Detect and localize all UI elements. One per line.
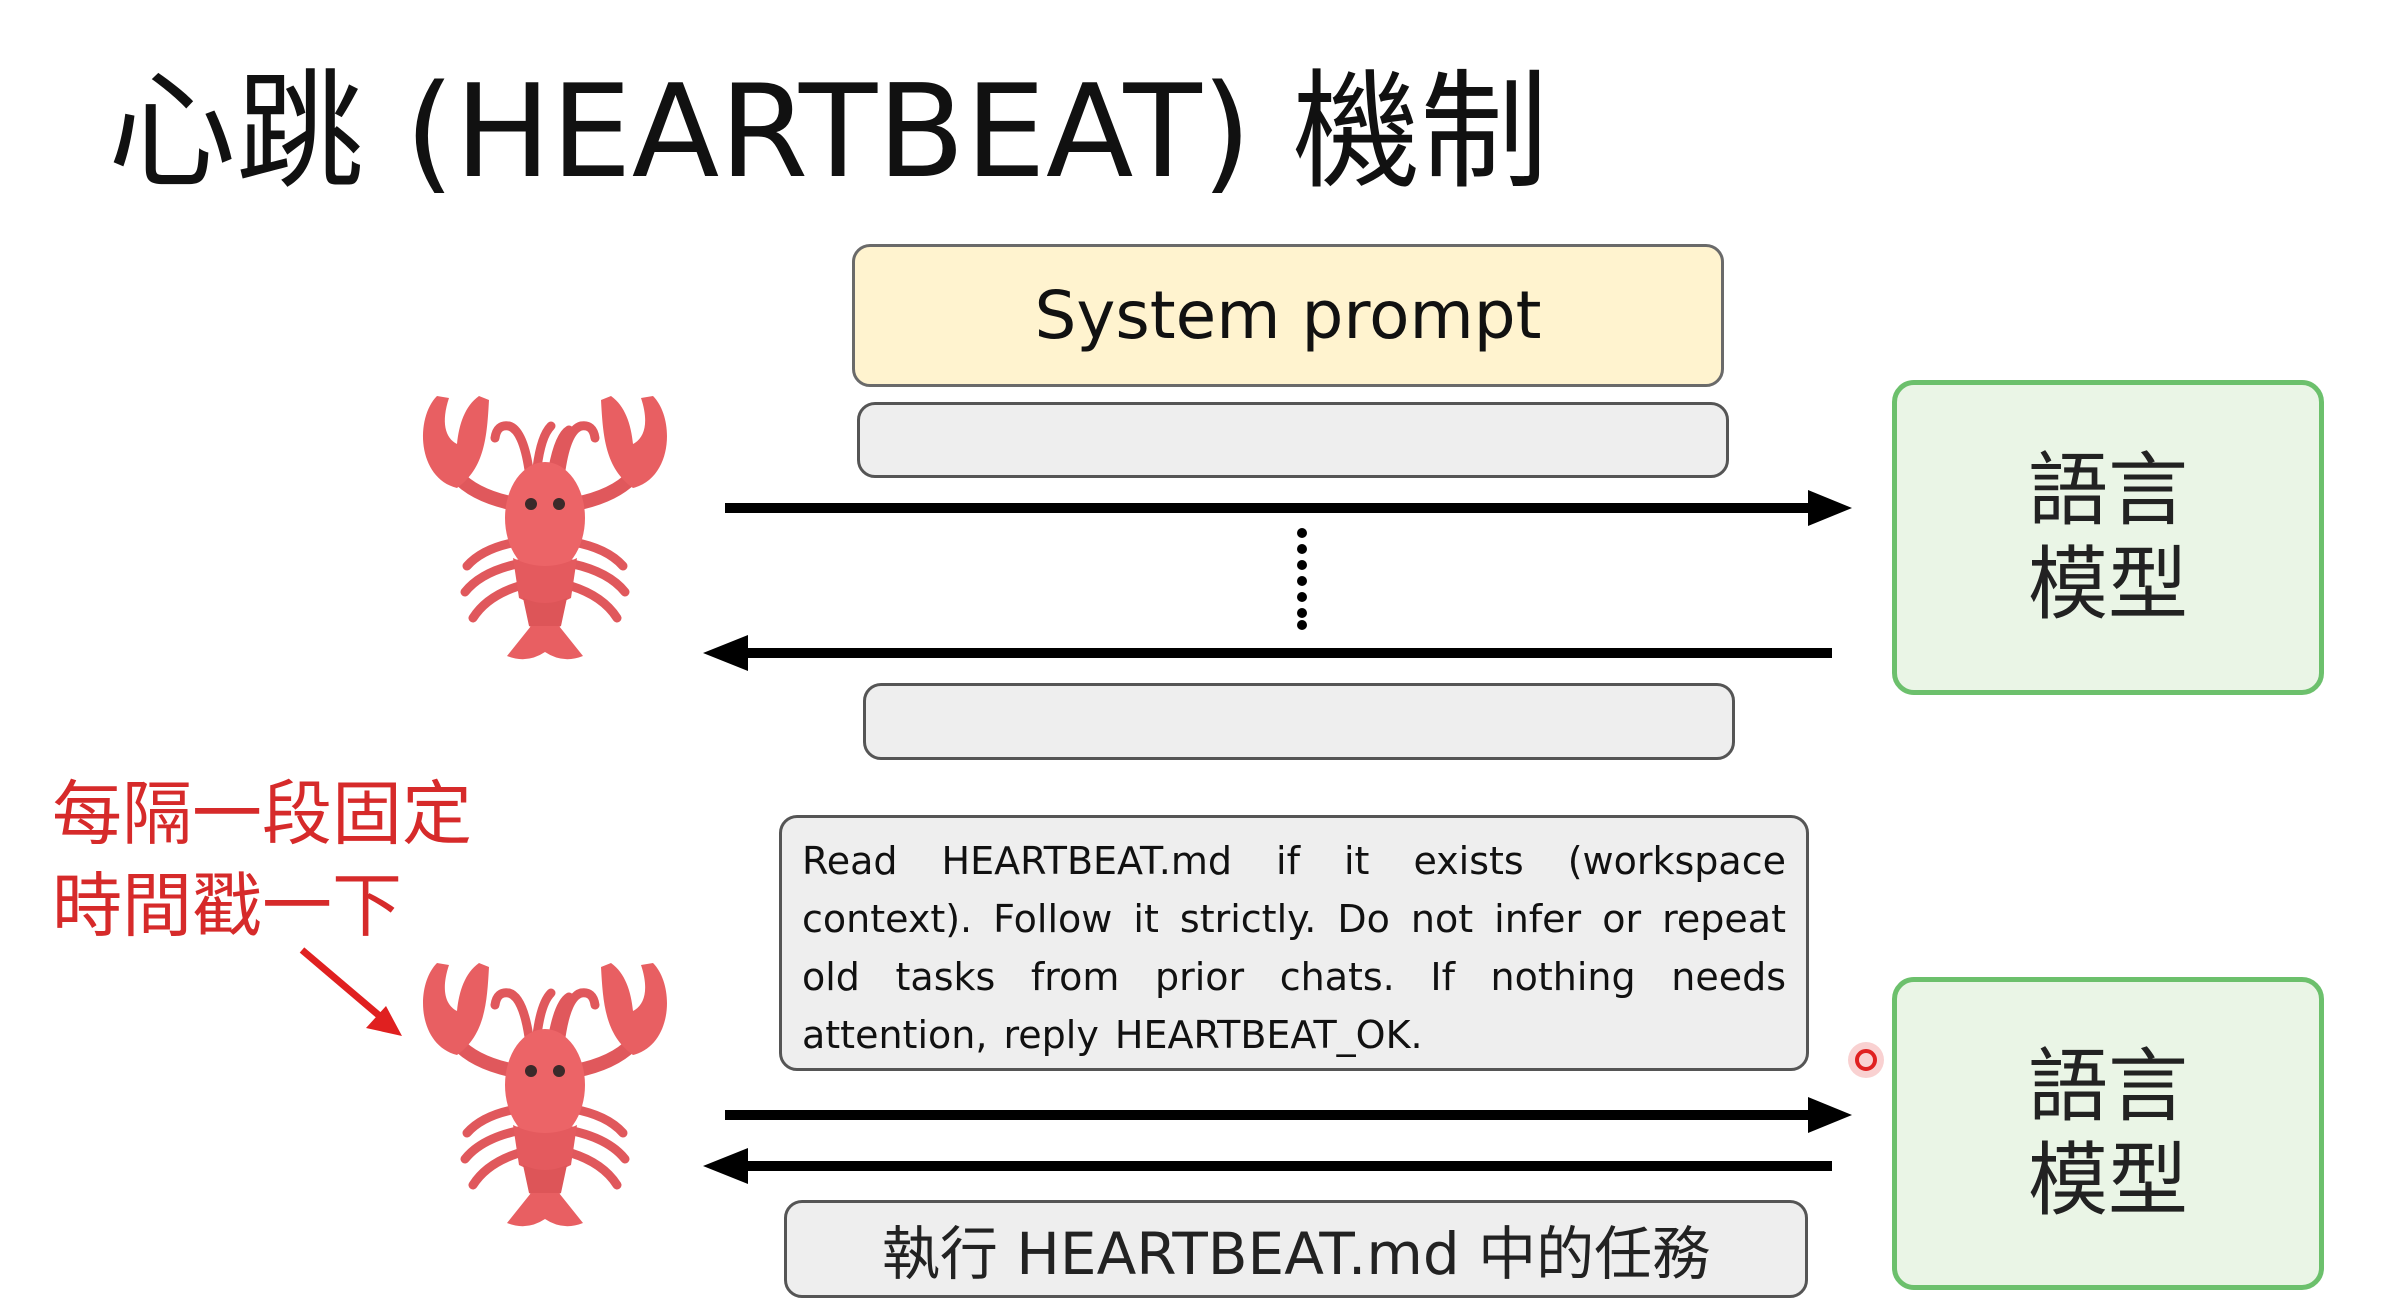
execute-heartbeat-label: 執行 HEARTBEAT.md 中的任務: [881, 1220, 1711, 1288]
arrow-right-bottom: [725, 1097, 1852, 1133]
llm-box-top: 語言模型: [1892, 380, 2324, 695]
lobster-icon-bottom: [423, 963, 667, 1226]
system-prompt-box: System prompt: [852, 244, 1724, 387]
message-box-2: [863, 683, 1735, 760]
system-prompt-label: System prompt: [1034, 277, 1542, 354]
red-dot-cursor-icon: [1848, 1042, 1884, 1078]
page-title: 心跳 (HEARTBEAT) 機制: [108, 58, 1549, 207]
heartbeat-instruction-box: Read HEARTBEAT.md if it exists (workspac…: [779, 815, 1809, 1071]
message-box-1: [857, 402, 1729, 478]
llm-label-bottom: 語言模型: [2028, 1039, 2188, 1227]
heartbeat-annotation: 每隔一段固定時間戳一下: [52, 773, 472, 947]
arrow-left-top: [703, 635, 1832, 671]
execute-heartbeat-box: 執行 HEARTBEAT.md 中的任務: [784, 1200, 1808, 1298]
llm-label-top: 語言模型: [2028, 443, 2188, 631]
llm-box-bottom: 語言模型: [1892, 977, 2324, 1290]
lobster-icon-top: [423, 396, 667, 659]
arrow-right-top: [725, 490, 1852, 526]
ellipsis-dots: [1297, 528, 1307, 630]
red-arrow-icon: [302, 950, 402, 1036]
arrow-left-bottom: [703, 1148, 1832, 1184]
